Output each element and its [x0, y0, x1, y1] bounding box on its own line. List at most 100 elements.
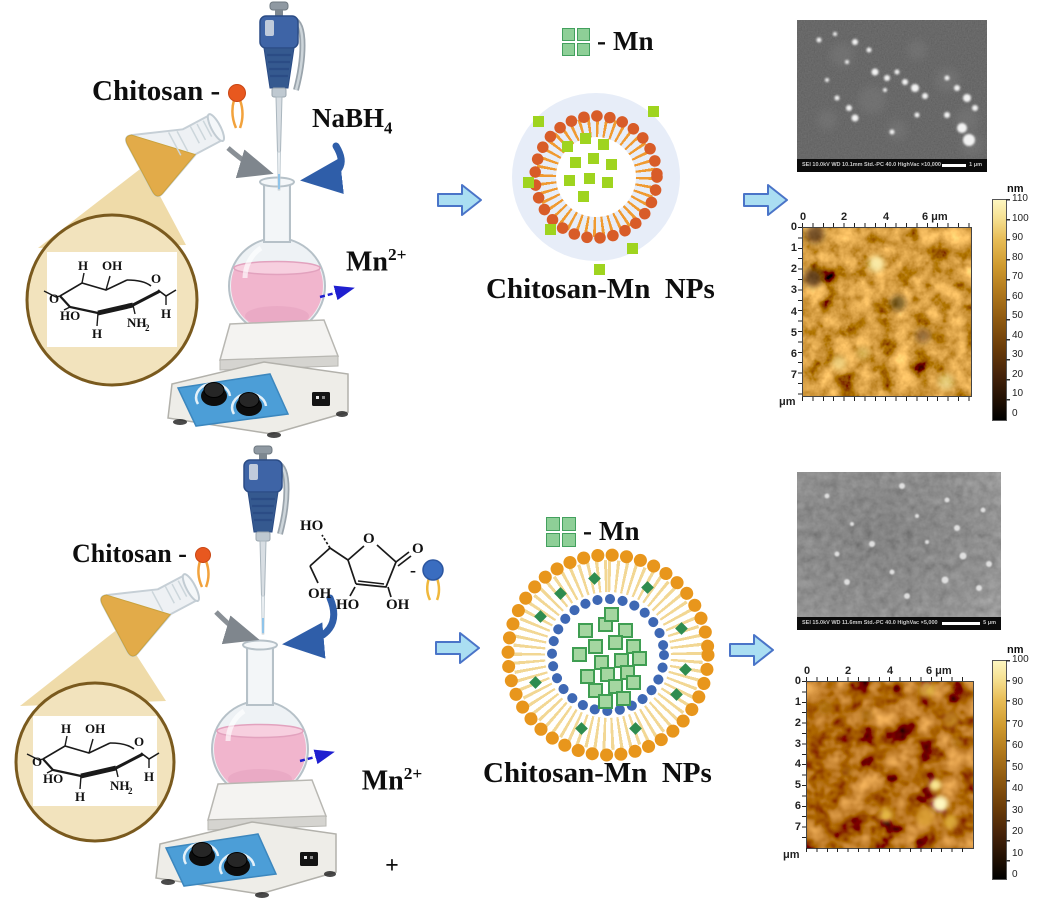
- mn-pointer-arrow: [299, 749, 335, 765]
- afm-texture: [803, 225, 971, 396]
- chitosan-label-top: Chitosan -: [92, 76, 248, 140]
- mn-square: [616, 691, 631, 706]
- colorbar-tick-label: 70: [1012, 718, 1024, 730]
- sem-scale-bar: [942, 622, 981, 625]
- structure-label: OH: [102, 258, 122, 273]
- afm-colorbar-ticks: [1006, 199, 1010, 419]
- structure-box: [33, 716, 157, 806]
- round-flask: [211, 639, 309, 798]
- legend-separator: -: [597, 26, 606, 56]
- block-arrow-2: [743, 184, 788, 216]
- afm-x-tick: 6 μm: [926, 665, 952, 677]
- colorbar-tick-label: 50: [1012, 761, 1024, 773]
- orange-surfactant-icon: [194, 547, 211, 588]
- colorbar-tick-label: 90: [1012, 232, 1024, 244]
- afm-colorbar-bottom: [992, 660, 1007, 880]
- mn-square: [562, 141, 573, 152]
- afm-y-tick: 5: [794, 779, 801, 792]
- block-arrow-1: [437, 184, 482, 216]
- structure-label: O: [151, 271, 161, 286]
- mn2-line: Mn2+: [361, 763, 423, 797]
- legend-label: Mn: [599, 516, 640, 546]
- magnetic-stirrer: [167, 319, 349, 438]
- structure-label: H: [144, 769, 154, 784]
- afm-y-tick: 0: [794, 675, 801, 687]
- mn-square: [604, 607, 619, 622]
- afm-axis-unit: μm: [783, 849, 800, 861]
- afm-image-bottom: [806, 681, 974, 849]
- sem-image-top: SEI 10.0kV WD 10.1mm Std.-PC 40.0 HighVa…: [797, 20, 987, 172]
- afm-y-tick: 7: [794, 820, 801, 833]
- structure-label: OH: [386, 597, 410, 613]
- mn-square: [580, 669, 595, 684]
- afm-x-tick: 6 μm: [922, 211, 948, 223]
- afm-colorbar-unit-top: nm: [1007, 183, 1024, 195]
- sem-texture: [797, 472, 1001, 617]
- colorbar-tick-label: 60: [1012, 740, 1024, 751]
- mn-square: [600, 667, 615, 682]
- afm-x-tick: 4: [883, 211, 890, 223]
- structure-box: [47, 252, 177, 347]
- afm-y-tick: 1: [794, 695, 801, 708]
- afm-y-tick: 5: [790, 326, 797, 339]
- mn-square: [606, 159, 617, 170]
- afm-y-tick: 4: [790, 305, 797, 318]
- structure-label: H: [61, 721, 71, 736]
- mn-square: [564, 175, 575, 186]
- afm-image-top: [802, 225, 972, 397]
- colorbar-tick-label: 10: [1012, 388, 1024, 400]
- colorbar-tick-label: 40: [1012, 329, 1024, 341]
- afm-colorbar-ticks: [1006, 660, 1010, 878]
- afm-axis-unit: μm: [779, 396, 796, 408]
- mn-pointer-arrow: [319, 285, 355, 301]
- mn-square: [626, 675, 641, 690]
- plus-sign: +: [385, 853, 399, 880]
- micropipette: [243, 445, 290, 635]
- mn-square: [588, 639, 603, 654]
- colorbar-tick-label: 30: [1012, 804, 1024, 816]
- mn-square: [602, 177, 613, 188]
- micelle-top: [512, 93, 680, 275]
- colorbar-tick-label: 100: [1012, 212, 1029, 224]
- mn-square: [588, 153, 599, 164]
- mn-square: [570, 157, 581, 168]
- colorbar-tick-label: 80: [1012, 697, 1024, 708]
- micelle-heads-ring: [501, 548, 715, 762]
- sem-meta-bar: SEI 10.0kV WD 10.1mm Std.-PC 40.0 HighVa…: [797, 159, 987, 172]
- colorbar-tick-label: 0: [1012, 869, 1018, 880]
- afm-y-tick: 7: [790, 368, 797, 381]
- afm-y-tick: 3: [790, 284, 797, 297]
- mn-square: [533, 116, 544, 127]
- erlenmeyer-flask: [100, 573, 200, 658]
- structure-label: NH: [110, 778, 130, 793]
- chitosan-structure: H OH O O HO H NH 2 H: [43, 258, 177, 341]
- afm-ticks-bottom-edge: [806, 848, 972, 852]
- block-arrow-3: [435, 632, 480, 664]
- structure-label: H: [92, 326, 102, 341]
- afm-ticks-left-edge: [798, 227, 802, 395]
- micelle-bottom: [500, 547, 716, 763]
- structure-label: HO: [60, 308, 80, 323]
- colorbar-tick-label: 60: [1012, 290, 1024, 302]
- structure-label: HO: [300, 518, 323, 534]
- sem-meta-text: SEI 15.0kV WD 11.6mm Std.-PC 40.0 HighVa…: [802, 620, 938, 626]
- structure-label: H: [75, 789, 85, 804]
- add-arrow: [282, 594, 338, 659]
- add-arrow: [300, 142, 345, 194]
- afm-y-tick: 1: [790, 242, 797, 255]
- sem-meta-bar: SEI 15.0kV WD 11.6mm Std.-PC 40.0 HighVa…: [797, 617, 1001, 630]
- colorbar-tick-label: 10: [1012, 847, 1024, 859]
- afm-ticks-bottom-edge: [802, 397, 970, 401]
- round-flask: [228, 176, 326, 335]
- structure-label: O: [412, 541, 424, 557]
- colorbar-tick-label: 0: [1012, 407, 1018, 419]
- structure-label: O: [49, 291, 59, 306]
- mn-squares-icon: [546, 516, 576, 547]
- mn-square: [648, 106, 659, 117]
- afm-y-tick: 6: [790, 347, 797, 360]
- colorbar-tick-label: 110: [1012, 193, 1028, 204]
- colorbar-tick-label: 20: [1012, 368, 1024, 380]
- block-arrow-4: [729, 634, 774, 666]
